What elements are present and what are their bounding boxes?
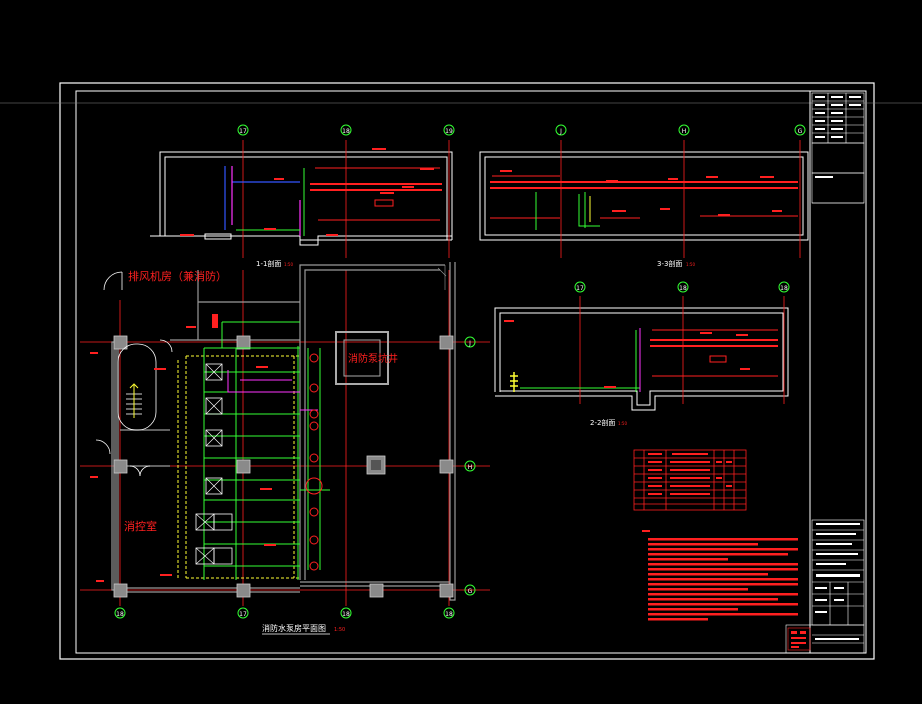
- grid-bubble: 17: [237, 124, 249, 136]
- svg-text:H: H: [682, 128, 687, 135]
- grid-bubble: H: [678, 124, 690, 136]
- grid-bubble: 18: [778, 281, 790, 293]
- notes-block: [642, 530, 798, 621]
- drawing-frame: [0, 82, 922, 660]
- svg-text:18: 18: [445, 611, 453, 618]
- svg-text:19: 19: [445, 128, 453, 135]
- grid-bubble: 18: [114, 607, 126, 619]
- section-title: 1-1剖面: [256, 259, 281, 268]
- plan-title: 消防水泵房平面图: [262, 623, 326, 633]
- svg-text:18: 18: [342, 128, 350, 135]
- section-scale: 1:50: [284, 262, 293, 267]
- grid-bubble: H: [464, 460, 476, 472]
- section-scale: 1:50: [686, 262, 695, 267]
- grid-bubble: 18: [340, 124, 352, 136]
- svg-text:J: J: [468, 340, 471, 347]
- svg-text:G: G: [468, 588, 473, 595]
- svg-text:18: 18: [679, 285, 687, 292]
- section-2-2: 17 18 18 2-2剖面 1:50: [494, 281, 790, 427]
- section-1-1: 17 18 19 1-1剖面 1:50: [150, 124, 455, 268]
- svg-text:18: 18: [780, 285, 788, 292]
- grid-bubble: G: [794, 124, 806, 136]
- equipment-table: [633, 449, 747, 511]
- svg-text:J: J: [559, 128, 562, 135]
- grid-bubble: J: [464, 336, 476, 348]
- svg-text:18: 18: [342, 611, 350, 618]
- grid-bubble: J: [555, 124, 567, 136]
- grid-bubble: G: [464, 584, 476, 596]
- grid-bubble: 17: [574, 281, 586, 293]
- title-block: [785, 92, 865, 654]
- svg-text:G: G: [798, 128, 803, 135]
- grid-bubble: 18: [443, 607, 455, 619]
- company-seal: [791, 631, 806, 648]
- room-label-exhaust: 排风机房（兼消防）: [128, 269, 227, 283]
- svg-text:17: 17: [576, 285, 584, 292]
- title-block-text-marks: [815, 96, 861, 640]
- grid-bubble: 18: [677, 281, 689, 293]
- section-scale: 1:50: [618, 421, 627, 426]
- section-title: 3-3剖面: [657, 259, 682, 268]
- grid-bubble: 19: [443, 124, 455, 136]
- svg-text:18: 18: [116, 611, 124, 618]
- room-label-fire-control: 消控室: [124, 519, 157, 533]
- grid-bubble: 18: [340, 607, 352, 619]
- svg-text:17: 17: [239, 128, 247, 135]
- main-plan: 排风机房（兼消防） 消控室 消防泵坑井 J H G 18 17 18: [80, 262, 490, 635]
- grid-bubble: 17: [237, 607, 249, 619]
- section-3-3: J H G 3-3剖面 1:50: [479, 124, 809, 268]
- section-title: 2-2剖面: [590, 418, 615, 427]
- plan-scale: 1:50: [334, 627, 345, 633]
- room-label-pump-shaft: 消防泵坑井: [348, 352, 398, 365]
- svg-text:17: 17: [239, 611, 247, 618]
- svg-text:H: H: [468, 464, 473, 471]
